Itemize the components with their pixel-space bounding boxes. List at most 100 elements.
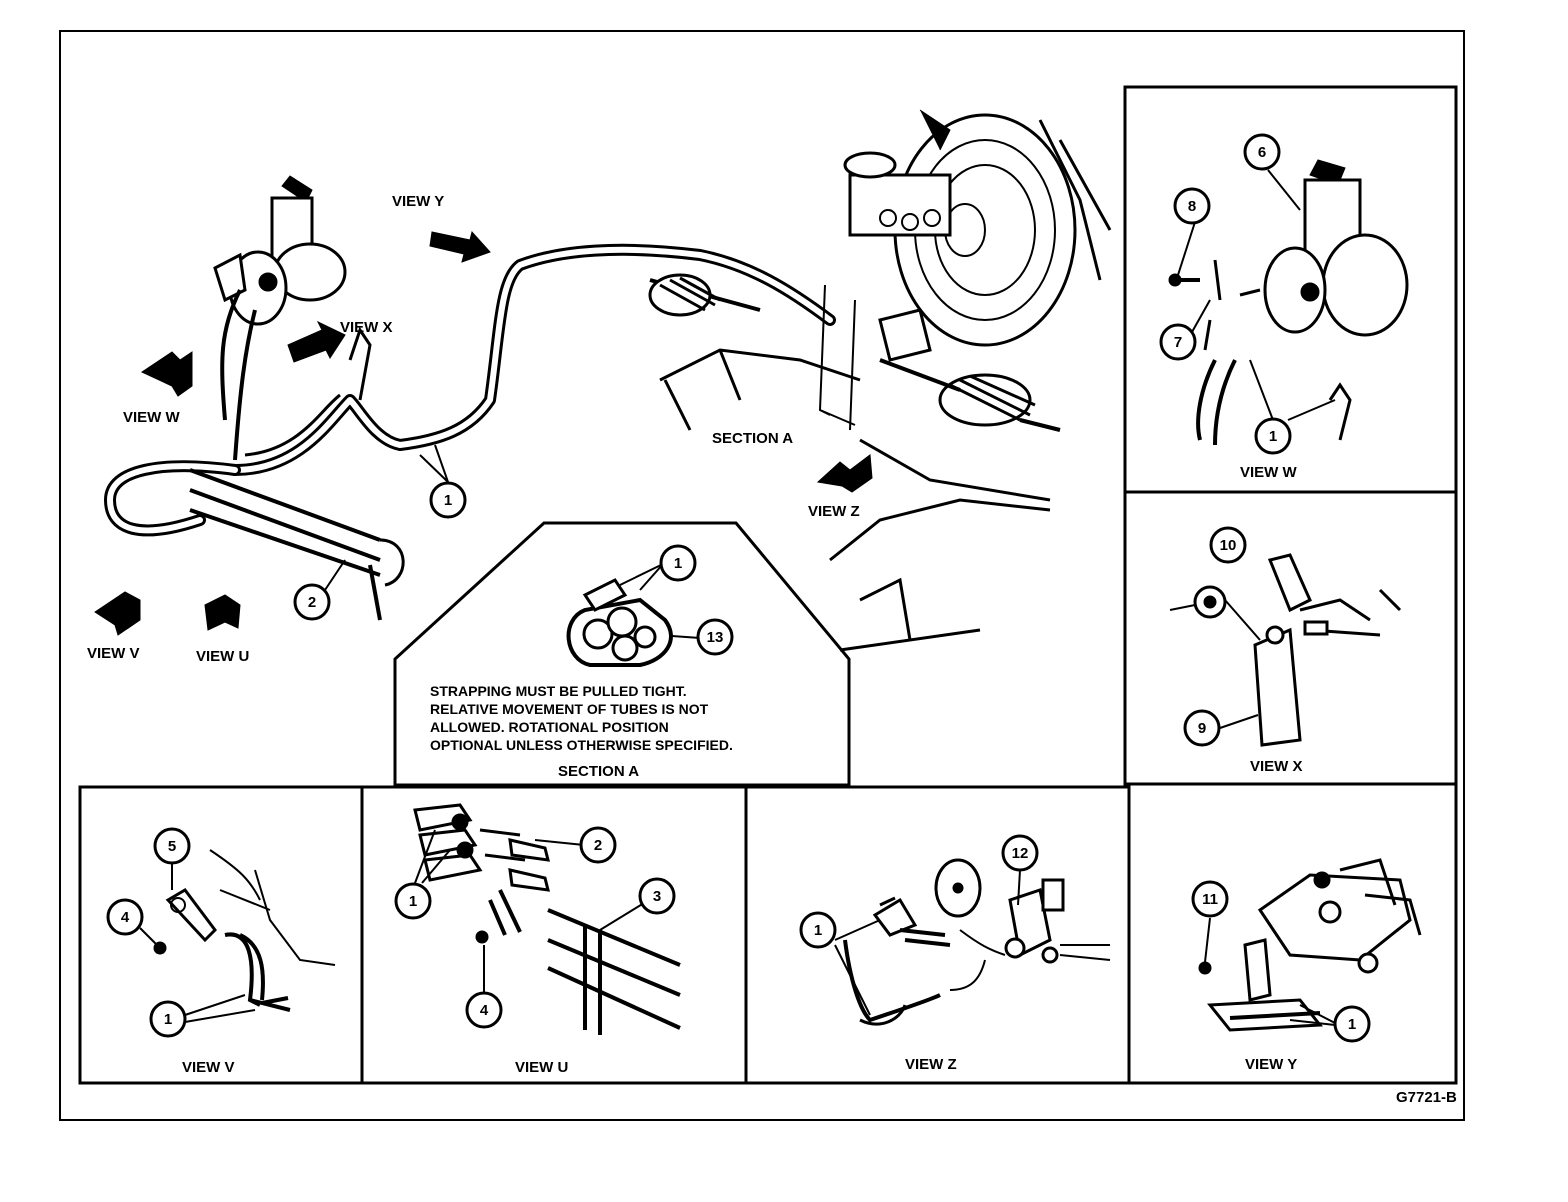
view-x-caption: VIEW X bbox=[1250, 758, 1303, 775]
arrow-view-w bbox=[140, 351, 193, 397]
view-u-callout-4-circle bbox=[465, 991, 503, 1029]
tube-bundle-drawing bbox=[229, 243, 836, 476]
view-y-callout-1: 1 bbox=[1348, 1016, 1356, 1033]
view-w-callout-7-circle bbox=[1159, 323, 1197, 361]
view-z-callout-12-circle bbox=[1001, 834, 1039, 872]
view-w-leader-1 bbox=[1249, 359, 1336, 421]
arrow-view-z bbox=[816, 454, 873, 493]
main-callout-1: 1 bbox=[444, 492, 452, 509]
view-y-leader-11 bbox=[1204, 917, 1211, 963]
frame-rail-drawing bbox=[659, 348, 1051, 652]
view-u-callout-2: 2 bbox=[594, 837, 602, 854]
section-a-callout-1: 1 bbox=[674, 555, 682, 572]
view-w-callout-8-circle bbox=[1173, 187, 1211, 225]
view-z-detail bbox=[834, 858, 1111, 1026]
view-v-leader-1 bbox=[184, 994, 256, 1023]
view-v-callout-4: 4 bbox=[121, 909, 130, 926]
main-illustration bbox=[104, 109, 1112, 652]
figure-code: G7721-B bbox=[1396, 1089, 1457, 1106]
label-view-u: VIEW U bbox=[196, 648, 249, 665]
view-x-callout-10: 10 bbox=[1220, 537, 1237, 554]
view-x-detail bbox=[1169, 553, 1402, 747]
view-y-detail bbox=[1198, 858, 1422, 1032]
view-w-leader-7 bbox=[1191, 299, 1211, 333]
view-w-callout-1-circle bbox=[1254, 417, 1292, 455]
main-leader-2 bbox=[324, 559, 346, 591]
section-a-leader-13 bbox=[671, 635, 701, 639]
view-u-callout-1-circle bbox=[394, 882, 432, 920]
view-y-leader-1 bbox=[1289, 1004, 1336, 1026]
view-w-callout-8: 8 bbox=[1188, 198, 1196, 215]
view-v-callout-1-circle bbox=[149, 1000, 187, 1038]
section-a-cut-plane bbox=[818, 284, 856, 431]
view-z-leader-1 bbox=[834, 919, 881, 1016]
label-view-v: VIEW V bbox=[87, 645, 140, 662]
label-view-z: VIEW Z bbox=[808, 503, 860, 520]
arrow-view-y bbox=[429, 230, 491, 263]
view-w-callout-6: 6 bbox=[1258, 144, 1266, 161]
main-callout-1-circle bbox=[429, 481, 467, 519]
section-a-callout-13: 13 bbox=[707, 629, 724, 646]
view-w-leader-8 bbox=[1177, 221, 1196, 276]
main-callout-2-circle bbox=[293, 583, 331, 621]
view-u-callout-1: 1 bbox=[409, 893, 417, 910]
section-a-note-line-3: ALLOWED. ROTATIONAL POSITION bbox=[430, 719, 669, 735]
view-x-callout-9: 9 bbox=[1198, 720, 1206, 737]
view-w-callout-1: 1 bbox=[1269, 428, 1277, 445]
view-x-callout-9-circle bbox=[1183, 709, 1221, 747]
view-u-leader-3 bbox=[599, 902, 645, 931]
section-a-detail bbox=[566, 563, 701, 667]
pump-hose-drawing bbox=[220, 289, 257, 461]
power-steering-pump-drawing bbox=[213, 175, 347, 326]
label-view-w: VIEW W bbox=[123, 409, 181, 426]
view-z-caption: VIEW Z bbox=[905, 1056, 957, 1073]
panel-view-y-frame bbox=[1127, 782, 1458, 1085]
view-u-leader-2 bbox=[534, 839, 585, 846]
main-leader-1 bbox=[419, 444, 449, 483]
view-v-detail bbox=[139, 849, 336, 1023]
view-v-leader-4 bbox=[139, 927, 159, 947]
view-w-caption: VIEW W bbox=[1240, 464, 1298, 481]
view-u-callout-3: 3 bbox=[653, 888, 661, 905]
view-v-callout-5: 5 bbox=[168, 838, 176, 855]
label-view-y: VIEW Y bbox=[392, 193, 444, 210]
steering-gear-drawing bbox=[648, 273, 1061, 432]
view-v-callout-4-circle bbox=[106, 898, 144, 936]
view-w-callout-6-circle bbox=[1243, 133, 1281, 171]
view-w-detail bbox=[1168, 159, 1409, 446]
view-u-callout-2-circle bbox=[579, 826, 617, 864]
label-section-a-main: SECTION A bbox=[712, 430, 793, 447]
main-callout-2: 2 bbox=[308, 594, 316, 611]
view-y-callout-11: 11 bbox=[1202, 891, 1218, 908]
section-a-note-line-2: RELATIVE MOVEMENT OF TUBES IS NOT bbox=[430, 701, 709, 717]
section-a-callout-13-circle bbox=[696, 618, 734, 656]
view-u-leader-1 bbox=[414, 829, 451, 884]
view-v-callout-5-circle bbox=[153, 827, 191, 865]
section-a-callout-1-circle bbox=[659, 544, 697, 582]
view-w-leader-6 bbox=[1267, 169, 1301, 211]
view-y-callout-11-circle bbox=[1191, 880, 1229, 918]
arrow-view-v bbox=[94, 591, 141, 636]
section-a-frame bbox=[393, 521, 851, 787]
view-w-callout-7: 7 bbox=[1174, 334, 1182, 351]
view-y-caption: VIEW Y bbox=[1245, 1056, 1297, 1073]
view-x-callout-10-circle bbox=[1209, 526, 1247, 564]
view-u-callout-3-circle bbox=[638, 877, 676, 915]
cooler-loop-drawing bbox=[104, 460, 405, 621]
section-a-note-line-1: STRAPPING MUST BE PULLED TIGHT. bbox=[430, 683, 687, 699]
section-a-strap bbox=[566, 597, 673, 667]
view-x-leader-9 bbox=[1219, 714, 1259, 729]
brake-booster-drawing bbox=[843, 109, 1112, 347]
view-u-detail bbox=[413, 803, 681, 1035]
view-arrows bbox=[94, 230, 873, 636]
label-view-x: VIEW X bbox=[340, 319, 393, 336]
view-v-callout-1: 1 bbox=[164, 1011, 172, 1028]
section-a-leader-1 bbox=[619, 563, 664, 591]
view-z-leader-12 bbox=[1017, 869, 1021, 906]
section-a-note-line-4: OPTIONAL UNLESS OTHERWISE SPECIFIED. bbox=[430, 737, 733, 753]
arrow-view-x bbox=[287, 320, 346, 363]
view-u-caption: VIEW U bbox=[515, 1059, 568, 1076]
section-a-caption: SECTION A bbox=[558, 763, 639, 780]
outer-border bbox=[59, 30, 1465, 1121]
